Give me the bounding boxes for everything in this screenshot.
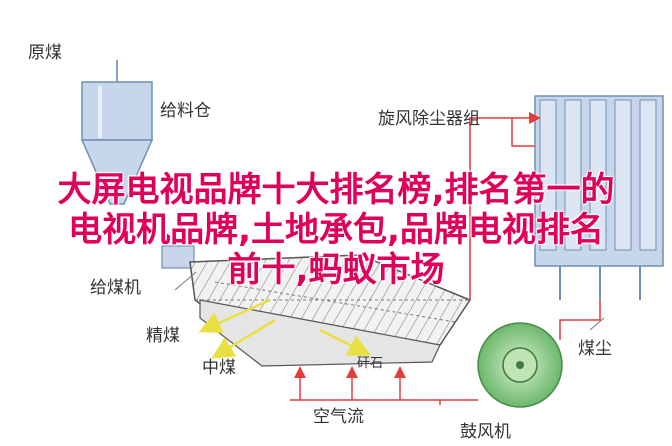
- label-feed-bin: 给料仓: [160, 101, 211, 121]
- label-air-flow: 空气流: [313, 407, 364, 427]
- coal-feeder-leader: [174, 271, 197, 291]
- label-cyclone-group: 旋风除尘器组: [378, 109, 480, 129]
- gangue-arrow: [319, 328, 372, 356]
- label-gangue: 矸石: [357, 356, 383, 371]
- fine-coal-arrow: [198, 298, 271, 334]
- feed-bin: [80, 81, 154, 205]
- label-coal-dust: 煤尘: [578, 339, 612, 359]
- blower: [477, 322, 563, 408]
- cyclone-group: [534, 95, 664, 300]
- label-coal-feeder: 给煤机: [90, 278, 141, 298]
- middling-coal-arrow: [211, 318, 276, 359]
- dust-duct-line: [469, 117, 535, 300]
- return-duct-line: [559, 300, 601, 340]
- label-raw-coal: 原煤: [28, 43, 62, 63]
- label-fine-coal: 精煤: [146, 326, 180, 346]
- blower-outlet-line: [439, 399, 478, 405]
- coal-feeder: [161, 245, 195, 269]
- separator-bed: [189, 254, 472, 367]
- coal-dust-leader: [589, 317, 605, 331]
- label-middling-coal: 中煤: [202, 358, 236, 378]
- label-blower: 鼓风机: [460, 422, 511, 442]
